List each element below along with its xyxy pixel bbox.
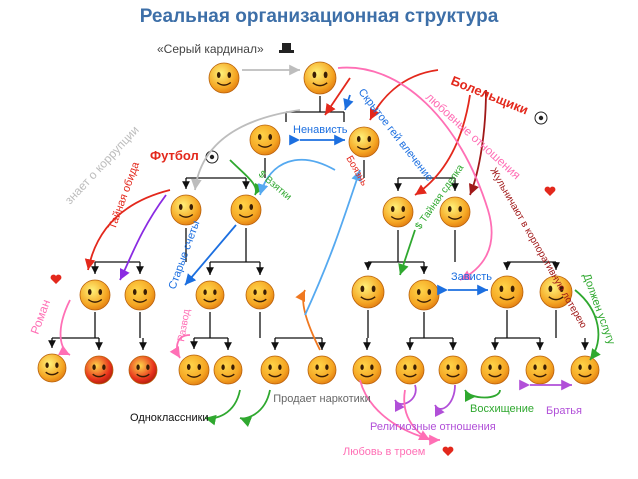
- employee-face-b11: [480, 355, 510, 385]
- top-hat-brim-icon: [279, 50, 294, 53]
- label-sells-drugs-1: Продает наркотики: [273, 393, 371, 405]
- label-romance: Роман: [28, 298, 53, 336]
- label-hate: Ненависть: [293, 124, 348, 136]
- arrow-sells-drugs: [295, 289, 321, 351]
- label-brothers: Братья: [546, 405, 582, 417]
- label-divorce: Развод: [176, 308, 193, 342]
- label-gray-cardinal: «Серый кардинал»: [157, 42, 264, 56]
- arrow-boss-to-staff: [304, 169, 362, 316]
- arrow-divorce: [169, 334, 191, 359]
- arrow-lottery: [468, 89, 487, 196]
- arrow-hidden-gay: [343, 94, 354, 111]
- label-old-accounts: Старые счеты: [167, 219, 203, 291]
- employee-face-m7: [490, 275, 524, 309]
- employee-face-b3: [128, 355, 158, 385]
- arrow-knows-corruption: [190, 109, 301, 191]
- arrow-religious-2: [434, 384, 456, 418]
- arrow-fear: [257, 158, 336, 196]
- arrow-old-accounts: [184, 224, 237, 286]
- employee-face-sL2: [230, 194, 262, 226]
- employee-face-b2: [84, 355, 114, 385]
- employee-face-b9: [395, 355, 425, 385]
- employee-face-cardinal: [208, 62, 240, 94]
- arrow-threesome-2: [403, 389, 431, 441]
- heart-icon-love: [544, 186, 556, 196]
- employee-face-b12: [525, 355, 555, 385]
- label-fans: Болельщики: [449, 73, 531, 118]
- employee-face-b7: [307, 355, 337, 385]
- employee-face-sL1: [170, 194, 202, 226]
- arrow-admiration: [464, 389, 501, 403]
- employee-face-b4: [178, 354, 210, 386]
- fans-ball-icon: [534, 111, 548, 125]
- label-religious: Религиозные отношения: [370, 421, 496, 433]
- arrow-secret-grudge: [119, 194, 167, 281]
- label-threesome: Любовь в троем: [343, 446, 425, 458]
- label-classmates: Одноклассники: [130, 412, 209, 424]
- employee-face-m5: [351, 275, 385, 309]
- employee-face-b13: [570, 355, 600, 385]
- employee-face-b10: [438, 355, 468, 385]
- employee-face-boss: [303, 61, 337, 95]
- employee-face-mgrL: [249, 124, 281, 156]
- employee-face-m6: [408, 279, 440, 311]
- label-secret-grudge: Тайная обида: [107, 160, 143, 231]
- top-hat-icon: [282, 43, 291, 51]
- arrow-must-serve: [574, 289, 601, 361]
- arrow-religious-1: [394, 384, 417, 413]
- employee-face-m4: [245, 280, 275, 310]
- label-admiration: Восхищение: [470, 403, 534, 415]
- employee-face-sR2: [439, 196, 471, 228]
- arrow-fans-to-mgr: [369, 69, 439, 121]
- employee-face-b6: [260, 355, 290, 385]
- employee-face-b1: [37, 353, 67, 383]
- arrow-bribes: [229, 159, 265, 196]
- heart-icon-threesome: [442, 446, 454, 456]
- football-ball-icon: [205, 150, 219, 164]
- label-bribes: $ Взятки: [256, 169, 293, 203]
- arrow-secret-deal: [398, 229, 416, 276]
- arrow-classmates-2: [239, 389, 271, 428]
- arrow-football-link: [84, 189, 171, 271]
- diagram-title: Реальная организационная структура: [139, 6, 499, 27]
- label-envy: Зависть: [451, 271, 492, 283]
- employee-face-m2: [124, 279, 156, 311]
- employee-face-b8: [352, 355, 382, 385]
- employee-face-b5: [213, 355, 243, 385]
- arrow-romance: [57, 299, 71, 356]
- employee-face-sR1: [382, 196, 414, 228]
- heart-icon-romance: [50, 274, 62, 284]
- arrow-threesome-1: [359, 379, 441, 446]
- arrow-fans-to-boss: [324, 77, 351, 116]
- arrow-love-relation: [337, 66, 493, 281]
- employee-face-mgrR: [348, 126, 380, 158]
- employee-face-m8: [539, 275, 573, 309]
- arrow-fans-to-staff: [414, 94, 471, 196]
- employee-face-m3: [195, 280, 225, 310]
- arrow-classmates-1: [204, 389, 241, 426]
- label-football: Футбол: [150, 148, 199, 163]
- employee-face-m1: [79, 279, 111, 311]
